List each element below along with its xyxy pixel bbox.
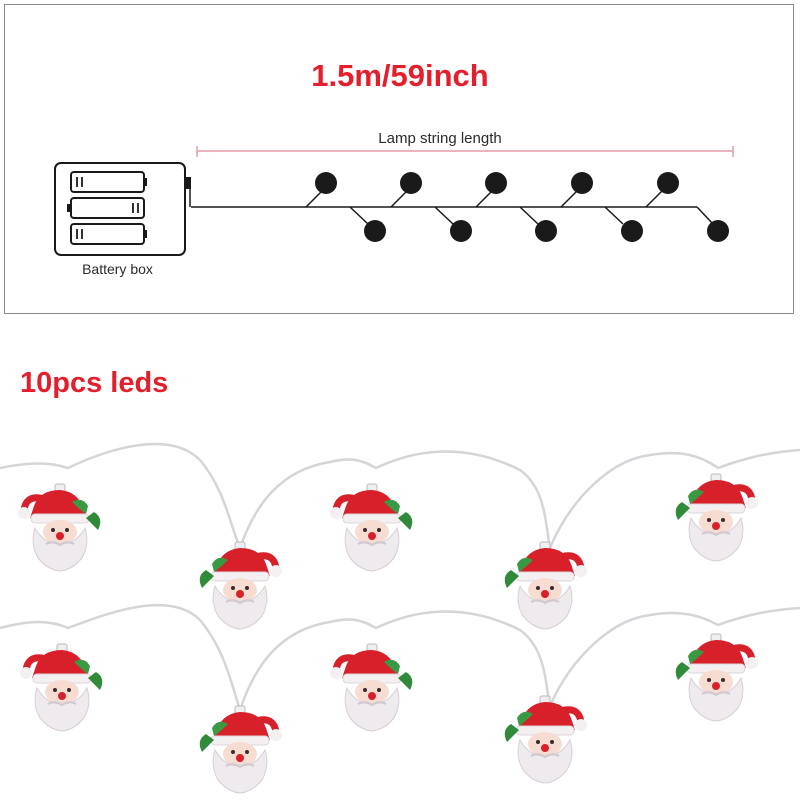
lamp-bulbs	[315, 172, 729, 242]
santa-led-icon	[505, 542, 587, 629]
santa-led-icon	[18, 484, 100, 571]
santa-led-icon	[200, 706, 282, 793]
string-length-title: 1.5m/59inch	[311, 58, 489, 93]
battery-box-icon	[54, 162, 191, 256]
lamp-bulb-icon	[707, 220, 729, 242]
santa-led-icon	[20, 644, 102, 731]
lamp-bulb-icon	[657, 172, 679, 194]
santa-led-icon	[330, 484, 412, 571]
santa-led-icon	[676, 634, 758, 721]
lamp-bulb-icon	[315, 172, 337, 194]
lamp-string-length-label: Lamp string length	[378, 130, 502, 147]
lamp-bulb-icon	[621, 220, 643, 242]
lamp-bulb-icon	[450, 220, 472, 242]
battery-box-label: Battery box	[82, 261, 153, 277]
santa-led-icon	[676, 474, 758, 561]
santa-led-icon	[200, 542, 282, 629]
lamp-bulb-icon	[364, 220, 386, 242]
diagram-panel	[4, 4, 794, 314]
lamp-string-diagram	[54, 146, 734, 256]
santa-led-icon	[330, 644, 412, 731]
lamp-bulb-icon	[400, 172, 422, 194]
lamp-bulb-icon	[535, 220, 557, 242]
lamp-bulb-icon	[485, 172, 507, 194]
led-count-title: 10pcs leds	[20, 367, 169, 399]
led-string-wires	[0, 442, 800, 714]
dimension-line	[196, 146, 734, 157]
lamp-bulb-icon	[571, 172, 593, 194]
santa-led-icon	[505, 696, 587, 783]
lamp-string-wire	[189, 183, 714, 225]
